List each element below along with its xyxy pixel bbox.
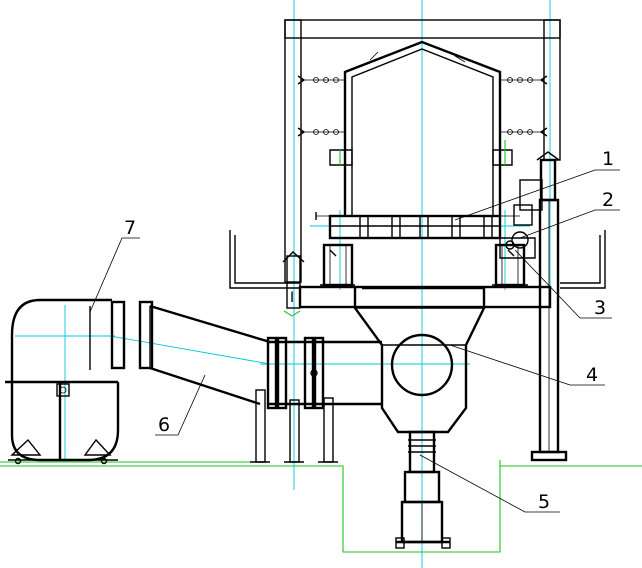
crucible-platform: [315, 212, 520, 240]
callout-6: 6: [158, 414, 170, 436]
callout-3: 3: [594, 297, 606, 319]
ground-lines: [0, 310, 642, 553]
bottom-drive: [395, 430, 451, 549]
platform-supports: [320, 243, 528, 287]
callout-labels: 1 2 3 4 5 6 7: [124, 148, 614, 513]
fan-housing: [5, 298, 120, 465]
leader-lines: [89, 169, 620, 513]
center-lines: [15, 0, 551, 568]
horizontal-duct: [250, 336, 382, 463]
hopper-chamber: [353, 286, 486, 434]
furnace-hood: [329, 40, 513, 216]
callout-1: 1: [602, 148, 614, 170]
svg-text:I: I: [290, 290, 294, 306]
callout-7: 7: [124, 217, 136, 239]
callout-5: 5: [538, 491, 550, 513]
angled-duct: [110, 300, 271, 406]
callout-4: 4: [586, 364, 598, 386]
callout-2: 2: [602, 189, 614, 211]
right-column: [530, 198, 568, 462]
upper-frame: [284, 19, 561, 283]
